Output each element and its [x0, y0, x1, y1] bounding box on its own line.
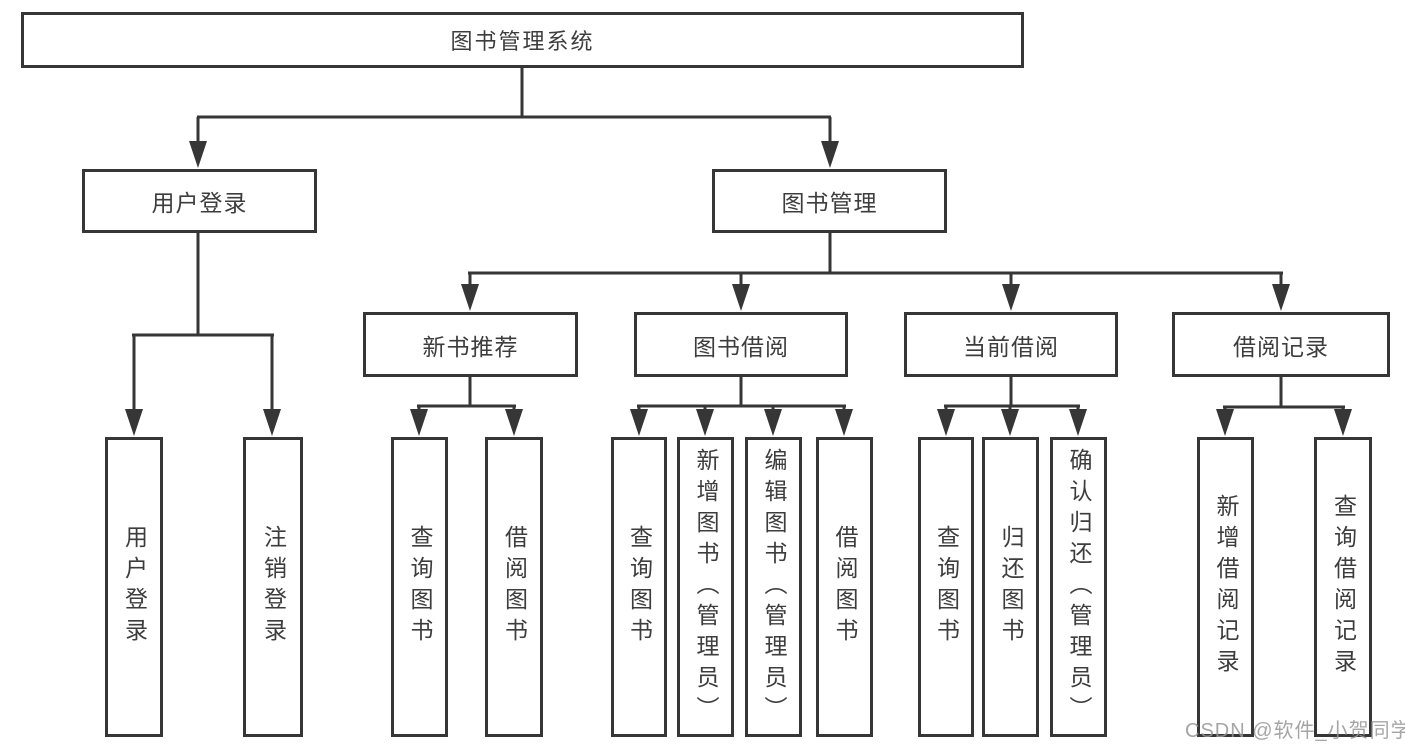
- node-root: 图书管理系统: [21, 12, 1024, 68]
- csdn-watermark: CSDN @软件_小贺同学: [1185, 720, 1405, 742]
- leaf-records-add-record: 新增借阅记录: [1197, 437, 1254, 737]
- leaf-records-query-record: 查询借阅记录: [1314, 437, 1372, 737]
- leaf-borrowing-query-books: 查询图书: [611, 437, 667, 737]
- leaf-borrowing-add-books-admin: 新增图书（管理员）: [677, 437, 734, 737]
- leaf-borrowing-edit-books-admin: 编辑图书（管理员）: [745, 437, 802, 737]
- node-borrow-records: 借阅记录: [1172, 312, 1390, 377]
- node-book-borrowing: 图书借阅: [634, 312, 848, 377]
- leaf-user-login: 用户登录: [105, 437, 163, 737]
- leaf-borrowing-borrow-books: 借阅图书: [816, 437, 873, 737]
- leaf-logout-login: 注销登录: [243, 437, 303, 737]
- leaf-current-query-books: 查询图书: [918, 437, 974, 737]
- node-current-borrowing: 当前借阅: [904, 312, 1118, 377]
- leaf-current-confirm-return-admin: 确认归还（管理员）: [1050, 437, 1107, 737]
- leaf-recommend-borrow-books: 借阅图书: [485, 437, 543, 737]
- node-user-login: 用户登录: [82, 169, 317, 233]
- node-book-management: 图书管理: [712, 169, 947, 233]
- node-new-book-recommend: 新书推荐: [363, 312, 578, 377]
- leaf-recommend-query-books: 查询图书: [391, 437, 448, 737]
- leaf-current-return-books: 归还图书: [982, 437, 1039, 737]
